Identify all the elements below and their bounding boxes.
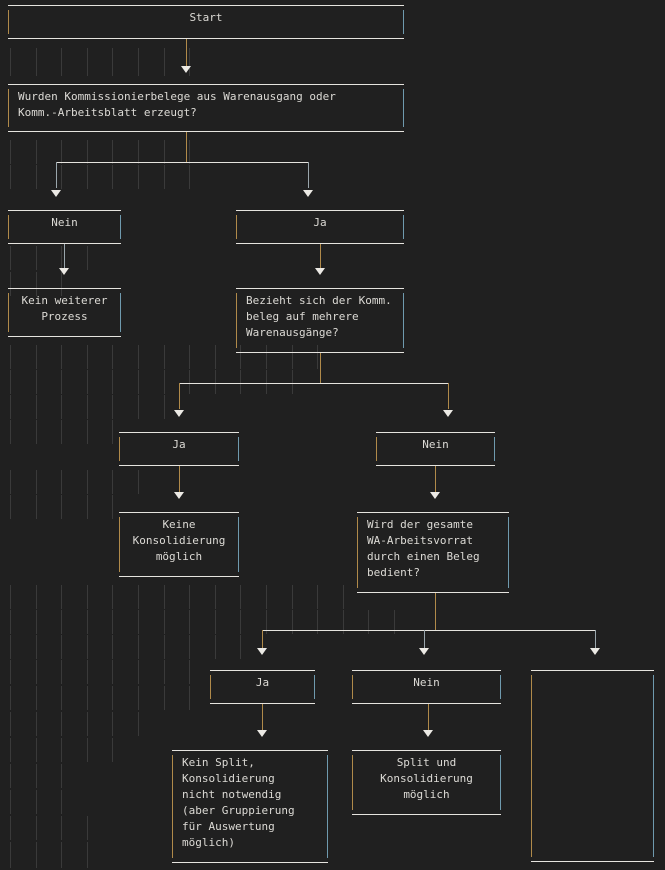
arrow-down-icon	[174, 410, 184, 417]
flow-node-label: Start	[189, 11, 223, 24]
connector-vertical	[179, 466, 180, 494]
flow-node-start[interactable]: Start	[8, 5, 404, 39]
flow-node-end-keine-konsolidierung[interactable]: Keine Konsolidierung möglich	[119, 512, 239, 577]
arrow-down-icon	[257, 730, 267, 737]
flow-node-q3[interactable]: Wird der gesamte WA-Arbeitsvorrat durch …	[357, 512, 509, 593]
connector-vertical	[64, 244, 65, 272]
flow-node-label: Wird der gesamte WA-Arbeitsvorrat durch …	[367, 518, 480, 579]
flow-node-label: Wurden Kommissionierbelege aus Warenausg…	[18, 90, 336, 119]
arrow-down-icon	[430, 492, 440, 499]
flow-node-q1-ja[interactable]: Ja	[236, 210, 404, 244]
flow-node-label: Kein weiterer Prozess	[21, 294, 108, 323]
flow-node-label: Keine Konsolidierung möglich	[132, 518, 226, 563]
arrow-down-icon	[51, 190, 61, 197]
flow-node-label: Nein	[422, 438, 449, 451]
connector-vertical	[262, 704, 263, 732]
flow-node-label: Nein	[413, 676, 440, 689]
flow-node-q2[interactable]: Bezieht sich der Komm. beleg auf mehrere…	[236, 288, 404, 353]
connector-vertical	[320, 244, 321, 272]
flow-node-q2-nein[interactable]: Nein	[376, 432, 495, 466]
flow-node-end-kein-prozess[interactable]: Kein weiterer Prozess	[8, 288, 121, 337]
flow-node-label	[531, 671, 654, 679]
connector-vertical	[424, 630, 425, 653]
arrow-down-icon	[423, 730, 433, 737]
flow-node-label: Ja	[313, 216, 327, 229]
flow-node-q3-empty[interactable]	[531, 670, 654, 862]
connector-vertical	[56, 162, 57, 188]
arrow-down-icon	[303, 190, 313, 197]
flow-node-label: Ja	[172, 438, 186, 451]
flow-node-label: Nein	[51, 216, 78, 229]
connector-vertical	[428, 704, 429, 732]
connector-vertical	[179, 383, 180, 409]
arrow-down-icon	[315, 268, 325, 275]
connector-horizontal	[262, 630, 596, 631]
connector-vertical	[448, 383, 449, 409]
flow-node-label: Kein Split, Konsolidierung nicht notwend…	[182, 756, 295, 849]
arrow-down-icon	[174, 492, 184, 499]
flow-node-q3-ja[interactable]: Ja	[210, 670, 315, 704]
flow-node-label: Ja	[255, 676, 270, 689]
connector-vertical	[186, 39, 187, 66]
connector-vertical	[595, 630, 596, 653]
flow-node-end-kein-split[interactable]: Kein Split, Konsolidierung nicht notwend…	[172, 750, 328, 863]
arrow-down-icon	[59, 268, 69, 275]
flow-node-label: Split und Konsolidierung möglich	[380, 756, 473, 801]
arrow-down-icon	[181, 66, 191, 73]
connector-vertical	[435, 593, 436, 630]
flow-node-q2-ja[interactable]: Ja	[119, 432, 239, 466]
connector-vertical	[262, 630, 263, 653]
arrow-down-icon	[590, 648, 600, 655]
flow-node-end-split-und[interactable]: Split und Konsolidierung möglich	[352, 750, 501, 815]
connector-vertical	[435, 466, 436, 494]
connector-vertical	[308, 162, 309, 188]
connector-vertical	[186, 132, 187, 162]
arrow-down-icon	[419, 648, 429, 655]
arrow-down-icon	[443, 410, 453, 417]
connector-vertical	[320, 353, 321, 383]
connector-horizontal	[179, 383, 448, 384]
flow-node-label: Bezieht sich der Komm. beleg auf mehrere…	[246, 294, 392, 339]
arrow-down-icon	[257, 648, 267, 655]
connector-horizontal	[56, 162, 308, 163]
flow-node-q3-nein[interactable]: Nein	[352, 670, 501, 704]
flow-node-q1[interactable]: Wurden Kommissionierbelege aus Warenausg…	[8, 84, 404, 132]
flow-node-q1-nein[interactable]: Nein	[8, 210, 121, 244]
